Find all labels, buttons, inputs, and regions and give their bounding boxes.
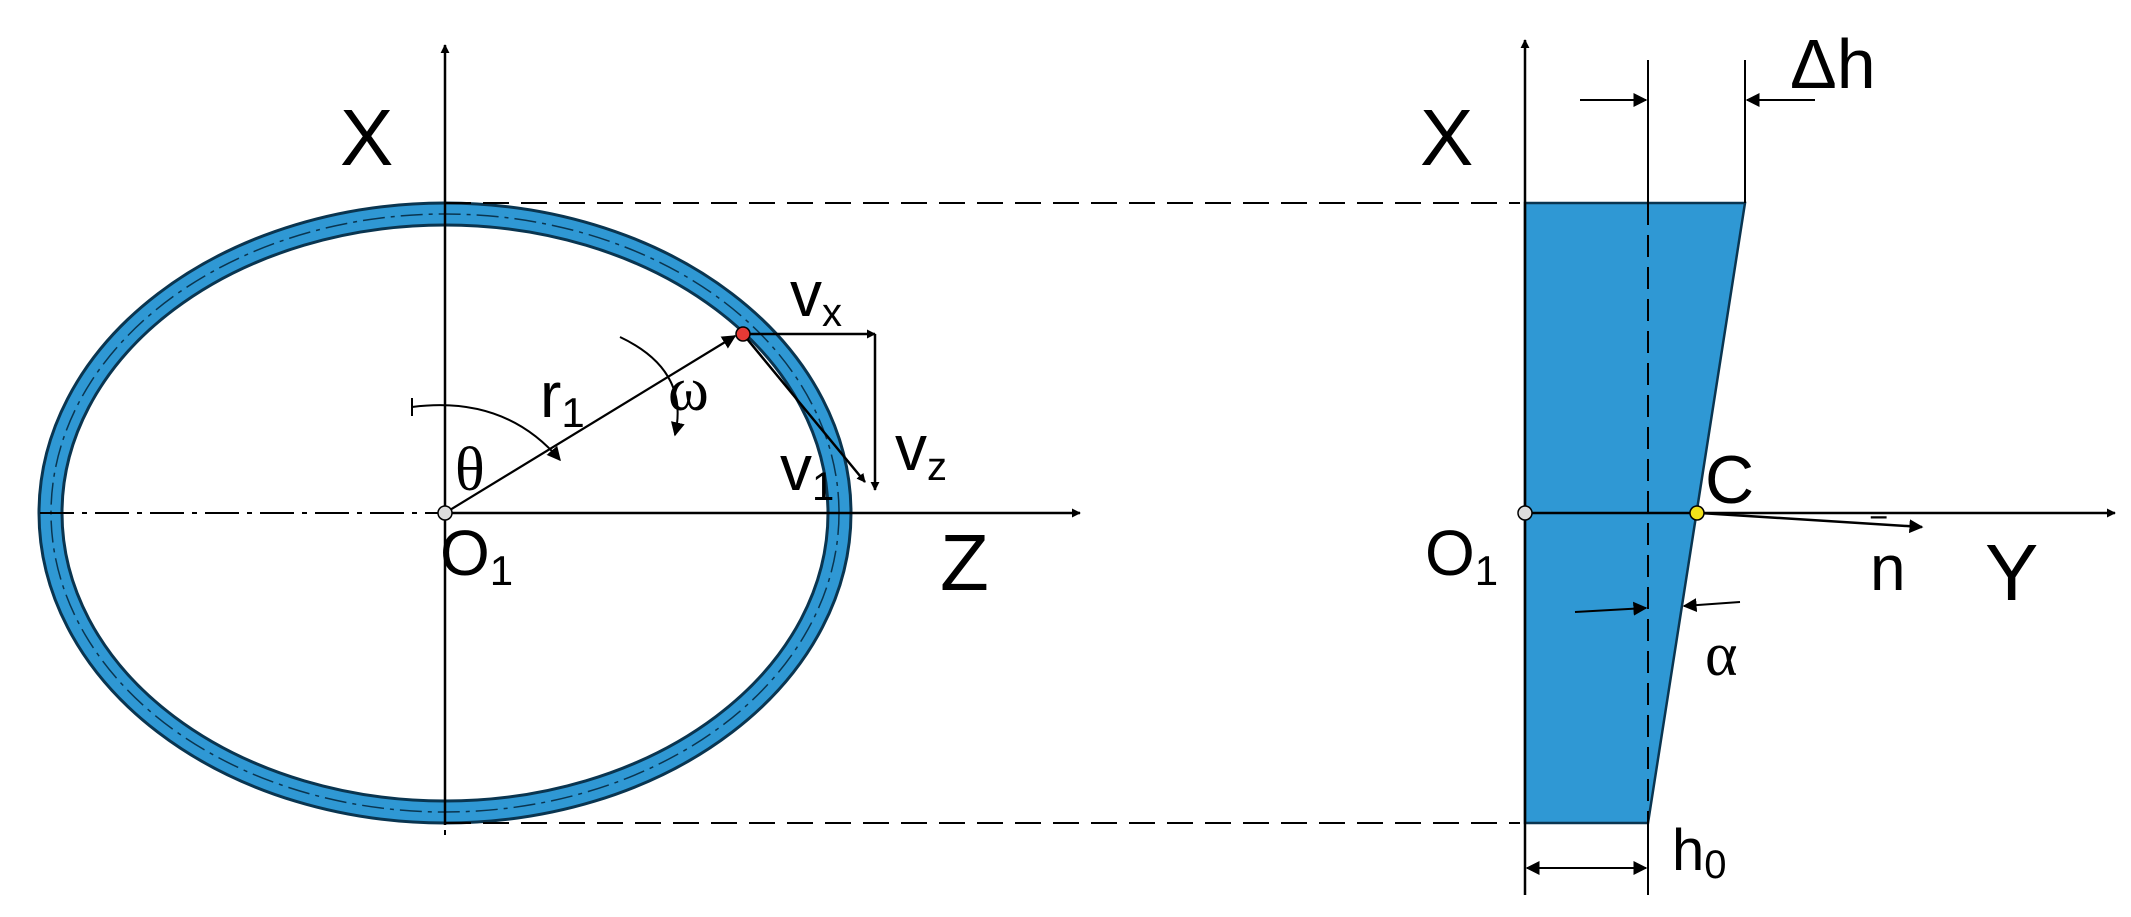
origin-label-right: O1 <box>1425 517 1498 594</box>
radius-label: r1 <box>540 359 585 436</box>
v1-arrow <box>742 333 866 483</box>
vx-label: vx <box>790 258 842 335</box>
normal-arrow <box>1699 511 1924 534</box>
point-c <box>1689 505 1705 521</box>
axis-x-label-left: X <box>340 93 393 182</box>
left-view: X Z O1 r1 θ ω vx vz v1 <box>37 44 1081 835</box>
theta-arc <box>411 404 561 462</box>
right-view: X Y O1 C n ‾ α Δh h0 <box>1420 25 2116 895</box>
alpha-arrow-right <box>1682 598 1741 613</box>
v1-label: v1 <box>780 432 834 509</box>
vz-label: vz <box>895 412 947 489</box>
alpha-label: α <box>1705 621 1737 689</box>
theta-label: θ <box>455 436 485 504</box>
origin-point-left <box>437 505 453 521</box>
delta-h-label: Δh <box>1790 25 1876 103</box>
origin-point-right <box>1517 505 1533 521</box>
contact-point <box>735 326 751 342</box>
h0-label: h0 <box>1672 818 1727 887</box>
normal-label: n <box>1870 532 1906 604</box>
normal-overbar: ‾ <box>1870 513 1887 557</box>
omega-arc <box>619 336 685 437</box>
radius-r1-arrow <box>444 335 737 514</box>
axis-z-label: Z <box>940 518 989 607</box>
alpha-arrow-left <box>1574 601 1648 616</box>
axis-y-label: Y <box>1985 528 2038 617</box>
omega-label: ω <box>668 356 709 424</box>
point-c-label: C <box>1705 442 1754 518</box>
origin-label-left: O1 <box>440 517 513 594</box>
axis-x-label-right: X <box>1420 93 1473 182</box>
